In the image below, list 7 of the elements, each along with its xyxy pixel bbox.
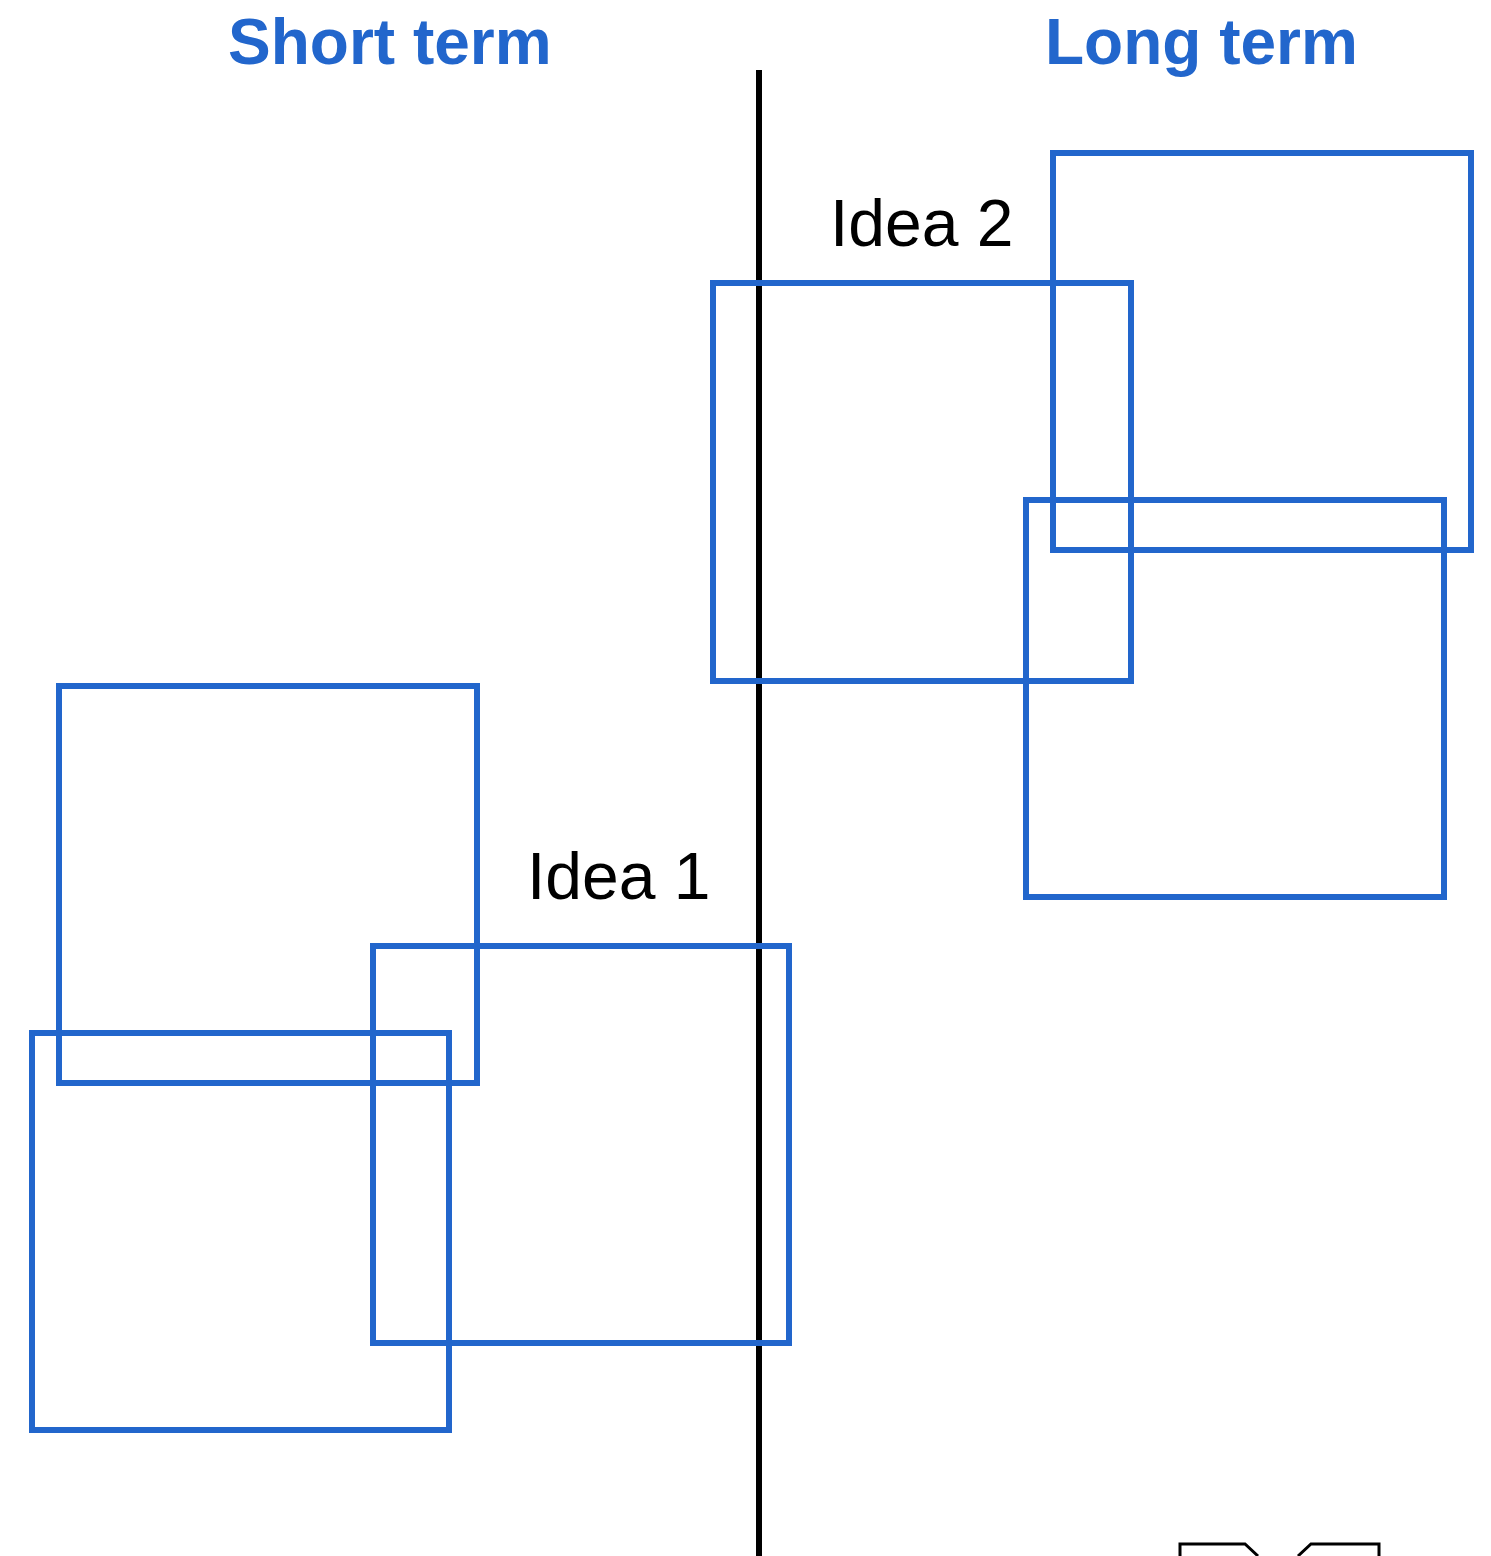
- outlined-box: [56, 683, 480, 1086]
- outlined-box: [1023, 497, 1447, 900]
- outlined-box: [1050, 150, 1474, 553]
- outlined-box: [29, 1030, 452, 1433]
- column-heading: Short term: [228, 10, 552, 74]
- idea-heading: Idea 1: [527, 843, 711, 909]
- idea-heading: Idea 2: [830, 190, 1014, 256]
